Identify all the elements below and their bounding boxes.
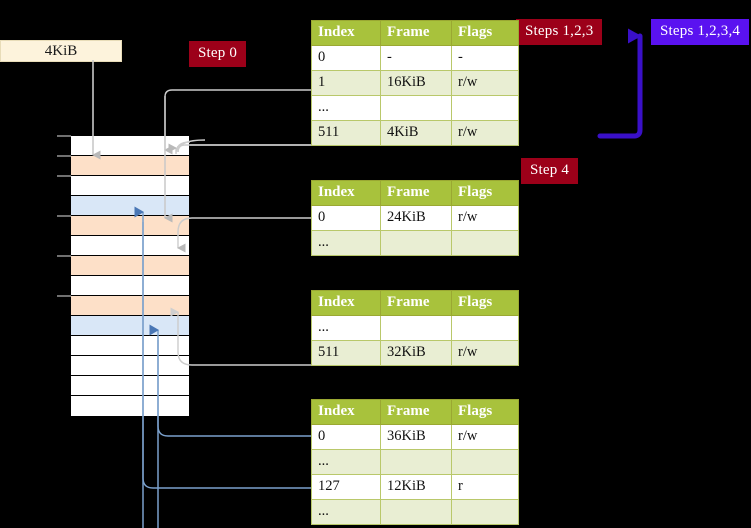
pml4-table-header-flags: Flags — [451, 20, 519, 46]
pdpt-table-cell-index: ... — [311, 230, 381, 256]
frame-tick-2 — [57, 175, 71, 177]
frame-tick-3 — [57, 215, 71, 217]
pd-table-header-flags: Flags — [451, 290, 519, 316]
pt-table-header-frame: Frame — [380, 399, 452, 425]
pdpt-table-cell-flags — [451, 230, 519, 256]
frame-size-label: 4KiB — [0, 40, 122, 62]
pt-table-cell-frame — [380, 499, 452, 525]
pt-table-cell-frame — [380, 449, 452, 475]
pt-table-cell-flags: r/w — [451, 424, 519, 450]
pd-table-cell-frame: 32KiB — [380, 340, 452, 366]
wire-t2-to-frame — [170, 307, 311, 366]
pd-table-row: ... — [311, 315, 519, 341]
pd-table-cell-flags: r/w — [451, 340, 519, 366]
pml4-table-cell-index: 1 — [311, 70, 381, 96]
pml4-table-cell-index: ... — [311, 95, 381, 121]
pt-table-cell-flags — [451, 499, 519, 525]
pdpt-table-cell-frame: 24KiB — [380, 205, 452, 231]
badge-steps-1234: Steps 1,2,3,4 — [651, 19, 750, 45]
pdpt-table-cell-flags: r/w — [451, 205, 519, 231]
pdpt-table-header-flags: Flags — [451, 180, 519, 206]
memory-frame-row-8 — [71, 296, 189, 316]
pml4-table-cell-flags — [451, 95, 519, 121]
badge-step-4: Step 4 — [521, 158, 579, 184]
frame-tick-1 — [57, 155, 71, 157]
pml4-table-cell-flags: r/w — [451, 70, 519, 96]
pml4-table-cell-frame: - — [380, 45, 452, 71]
pml4-table-header-frame: Frame — [380, 20, 452, 46]
pml4-table-cell-frame: 4KiB — [380, 120, 452, 146]
pd-table-cell-index: 511 — [311, 340, 381, 366]
pt-table-row: ... — [311, 449, 519, 475]
pdpt-table-header-frame: Frame — [380, 180, 452, 206]
pml4-table-row: ... — [311, 95, 519, 121]
frame-tick-4 — [57, 255, 71, 257]
pd-table-header-frame: Frame — [380, 290, 452, 316]
memory-frame-row-10 — [71, 336, 189, 356]
memory-frame-row-13 — [71, 396, 189, 416]
memory-frame-row-11 — [71, 356, 189, 376]
memory-frame-row-3 — [71, 196, 189, 216]
pt-table-row: ... — [311, 499, 519, 525]
pdpt-table-cell-index: 0 — [311, 205, 381, 231]
pt-table-header-index: Index — [311, 399, 381, 425]
pt-table-cell-index: 127 — [311, 474, 381, 500]
frame-tick-0 — [57, 135, 71, 137]
pt-table-cell-frame: 36KiB — [380, 424, 452, 450]
pml4-table-header-index: Index — [311, 20, 381, 46]
pd-table-cell-frame — [380, 315, 452, 341]
memory-frame-row-12 — [71, 376, 189, 396]
memory-frame-row-5 — [71, 236, 189, 256]
badge-steps-123: Steps 1,2,3 — [516, 19, 603, 45]
pml4-table-cell-index: 511 — [311, 120, 381, 146]
pt-table-cell-index: ... — [311, 499, 381, 525]
pdpt-table-header-index: Index — [311, 180, 381, 206]
physical-memory-grid — [70, 135, 190, 416]
pt-table-cell-index: ... — [311, 449, 381, 475]
pt-table-cell-flags — [451, 449, 519, 475]
pml4-table-cell-frame: 16KiB — [380, 70, 452, 96]
pdpt-table-cell-frame — [380, 230, 452, 256]
wire-t0r511 — [177, 144, 311, 153]
pt-table-cell-flags: r — [451, 474, 519, 500]
memory-frame-row-6 — [71, 256, 189, 276]
pt-table-cell-index: 0 — [311, 424, 381, 450]
pt-table-cell-frame: 12KiB — [380, 474, 452, 500]
pt-table-header-flags: Flags — [451, 399, 519, 425]
pml4-table-row: 0-- — [311, 45, 519, 71]
pml4-table-cell-flags: r/w — [451, 120, 519, 146]
pml4-table-cell-flags: - — [451, 45, 519, 71]
pd-table-cell-flags — [451, 315, 519, 341]
bracket-steps-1234 — [597, 28, 643, 139]
memory-frame-row-4 — [71, 216, 189, 236]
memory-frame-row-9 — [71, 316, 189, 336]
frame-tick-5 — [57, 295, 71, 297]
memory-frame-row-0 — [71, 136, 189, 156]
wire-t1-to-frame — [177, 217, 311, 253]
badge-step-0: Step 0 — [189, 41, 247, 67]
pd-table-cell-index: ... — [311, 315, 381, 341]
pd-table-header-index: Index — [311, 290, 381, 316]
memory-frame-row-2 — [71, 176, 189, 196]
memory-frame-row-1 — [71, 156, 189, 176]
pml4-table-cell-index: 0 — [311, 45, 381, 71]
memory-frame-row-7 — [71, 276, 189, 296]
pdpt-table-row: ... — [311, 230, 519, 256]
pml4-table-cell-frame — [380, 95, 452, 121]
